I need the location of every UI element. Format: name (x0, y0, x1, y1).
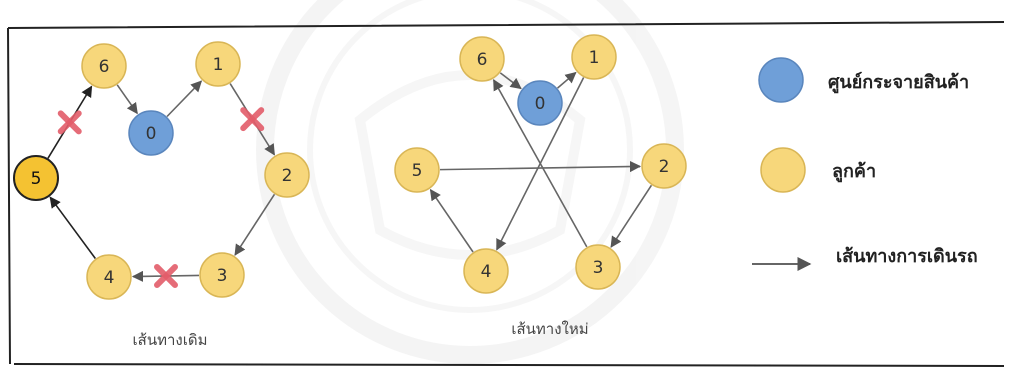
new-route-node-0: 0 (517, 80, 563, 126)
original-route-node-2: 2 (264, 152, 310, 198)
original-route-caption: เส้นทางเดิม (133, 331, 208, 349)
original-route-node-circle (81, 43, 127, 89)
new-route-node-circle (459, 36, 505, 82)
new-route-edge-m3-m6 (492, 78, 588, 248)
new-route-node-label: 5 (412, 161, 423, 181)
legend-depot-label: ศูนย์กระจายสินค้า (828, 71, 969, 94)
original-route-node-circle (199, 252, 245, 298)
new-route-caption: เส้นทางใหม่ (511, 320, 588, 338)
frame-border (7, 21, 1005, 367)
new-route-node-1: 1 (571, 34, 617, 80)
new-route-node-circle (575, 244, 621, 290)
new-route-edge-m6-m0 (499, 72, 522, 90)
original-route-node-1: 1 (195, 41, 241, 87)
original-route-node-3: 3 (199, 252, 245, 298)
legend-route-label: เส้นทางการเดินรถ (836, 246, 978, 267)
original-route-node-6: 6 (81, 43, 127, 89)
new-route-node-5: 5 (394, 147, 440, 193)
new-route-edge-m0-m1 (556, 71, 577, 89)
original-route-edge-n6-n0 (116, 84, 138, 115)
original-route-nodes: 6 1 0 5 2 4 3 (13, 41, 310, 300)
original-route-edge-n0-n1 (166, 80, 203, 118)
new-route-node-label: 6 (477, 50, 488, 70)
original-route-node-label: 5 (31, 169, 42, 189)
original-route-node-circle (264, 152, 310, 198)
original-route-node-0: 0 (128, 110, 174, 156)
new-route-node-label: 0 (535, 94, 546, 114)
cut-mark-icon (240, 107, 265, 132)
cut-mark-icon (57, 110, 82, 135)
legend-customer-label: ลูกค้า (832, 161, 876, 183)
new-route-nodes: 6 1 0 5 2 4 3 (394, 34, 687, 294)
new-route-node-4: 4 (463, 248, 509, 294)
new-route-node-circle (394, 147, 440, 193)
original-route-node-circle (86, 254, 132, 300)
new-route-node-label: 1 (589, 48, 600, 68)
new-route-node-circle (571, 34, 617, 80)
original-route-node-circle (195, 41, 241, 87)
new-route-node-circle (463, 248, 509, 294)
original-route-node-circle (13, 155, 59, 201)
original-route-node-label: 4 (104, 268, 115, 288)
original-route-node-circle (128, 110, 174, 156)
new-route-node-2: 2 (641, 143, 687, 189)
original-route-node-label: 2 (282, 166, 293, 186)
original-route-node-label: 1 (213, 55, 224, 75)
new-route-node-label: 2 (659, 157, 670, 177)
legend-customer-swatch (760, 147, 806, 193)
original-route-node-4: 4 (86, 254, 132, 300)
new-route-edges (429, 71, 653, 253)
original-route-node-label: 3 (217, 266, 228, 286)
new-route-edge-m2-m3 (610, 184, 653, 248)
original-route-edges (47, 80, 276, 288)
new-route-node-circle (641, 143, 687, 189)
new-route-node-circle (517, 80, 563, 126)
legend: ศูนย์กระจายสินค้า ลูกค้า เส้นทางการเดินร… (752, 57, 978, 271)
new-route-edge-m4-m5 (429, 188, 474, 253)
original-route-edge-n4-n5 (49, 196, 96, 259)
new-route-node-label: 3 (593, 258, 604, 278)
new-route-node-6: 6 (459, 36, 505, 82)
original-route-node-5: 5 (13, 155, 59, 201)
legend-depot-swatch (758, 57, 804, 103)
original-route-edge-n2-n3 (234, 193, 276, 256)
original-route-node-label: 0 (146, 124, 157, 144)
cut-mark-icon (153, 263, 178, 288)
original-route-node-label: 6 (99, 57, 110, 77)
new-route-edge-m5-m2 (439, 160, 642, 173)
new-route-node-3: 3 (575, 244, 621, 290)
new-route-node-label: 4 (481, 262, 492, 282)
